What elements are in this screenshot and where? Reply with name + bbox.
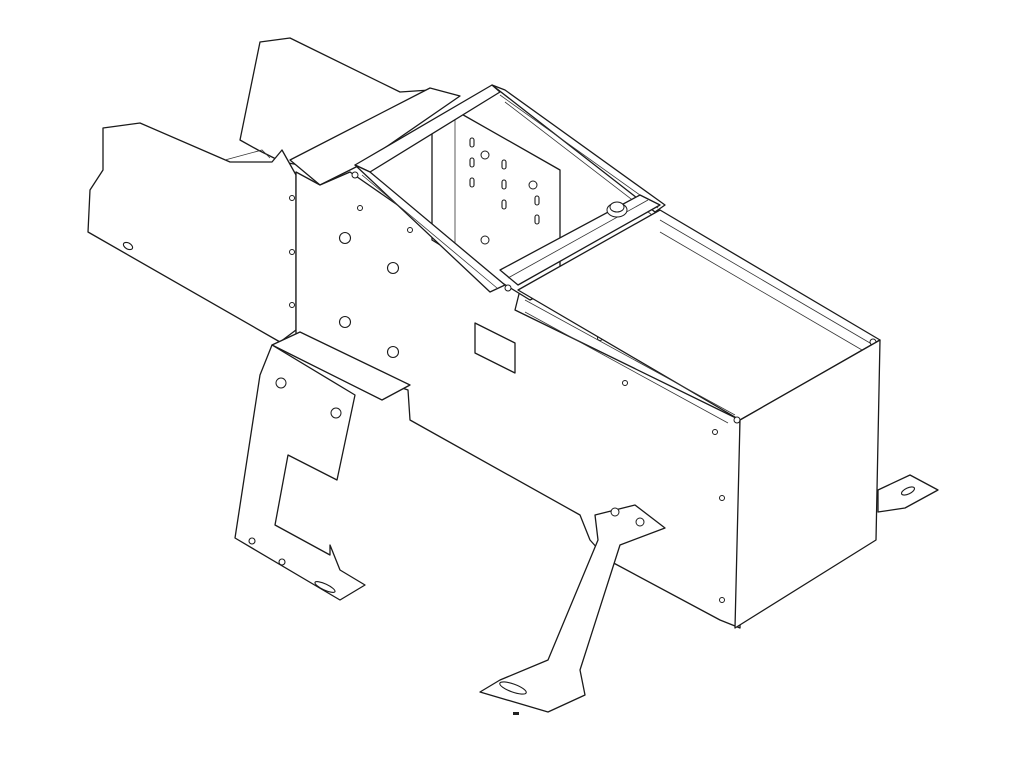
- adjustment-slots: [469, 137, 540, 225]
- cross-bar: [499, 194, 661, 286]
- keyhole-slot: [122, 241, 134, 251]
- right-floor-tab: [877, 474, 939, 513]
- label-plate: [474, 322, 516, 374]
- locking-knob[interactable]: [606, 201, 628, 218]
- mounting-studs: [480, 150, 538, 245]
- top-shelf: [289, 87, 461, 186]
- center-leg-bracket: [479, 504, 666, 715]
- upper-rail-frame: [351, 84, 666, 293]
- left-leg-bracket: [234, 331, 411, 601]
- front-box-end-panel: [734, 339, 881, 629]
- left-wing-panel: [87, 122, 297, 343]
